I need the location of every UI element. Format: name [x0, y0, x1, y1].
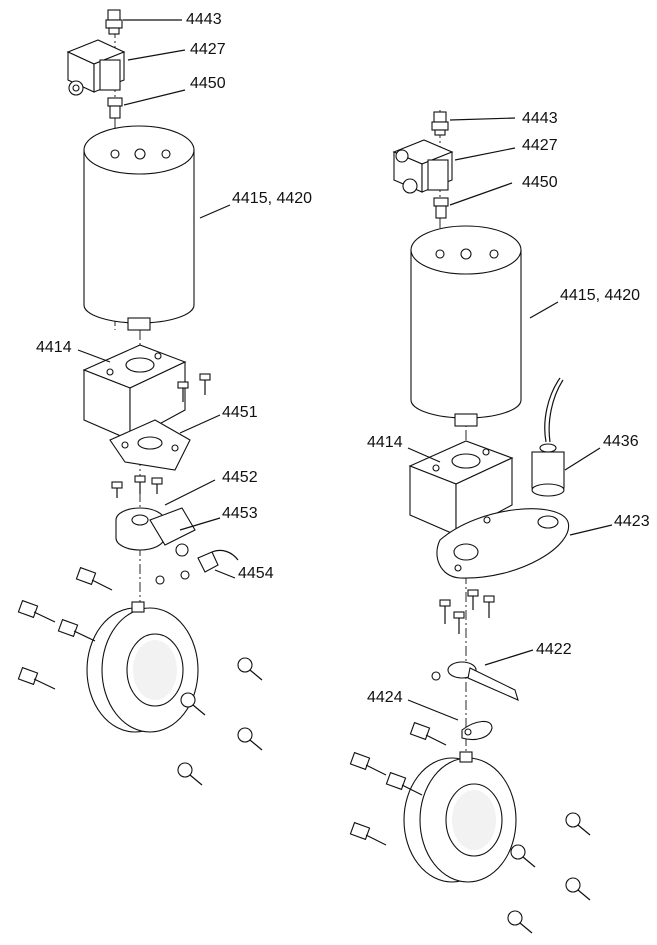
cylinder-4415-4420-left — [83, 125, 195, 331]
label-left-4451: 4451 — [222, 404, 258, 421]
label-left-4452: 4452 — [222, 469, 258, 486]
label-right-4443: 4443 — [522, 110, 558, 127]
cam-4424 — [461, 720, 493, 741]
label-right-4450: 4450 — [522, 174, 558, 191]
fitting-4450-left — [107, 97, 123, 119]
plate-4451 — [109, 419, 191, 471]
bolts-right — [349, 721, 447, 846]
connector-4454 — [155, 549, 239, 585]
nuts-right — [507, 812, 591, 934]
label-right-4423: 4423 — [614, 513, 650, 530]
solenoid-valve-4427-right — [392, 139, 454, 194]
label-left-4450: 4450 — [190, 75, 226, 92]
screws-right — [439, 589, 495, 634]
label-right-4422: 4422 — [536, 641, 572, 658]
bolts-left — [17, 566, 113, 690]
label-left-4453: 4453 — [222, 505, 258, 522]
screws-left-upper — [111, 373, 211, 498]
fitting-4450-right — [433, 197, 449, 219]
label-left-4414: 4414 — [36, 339, 72, 356]
cylinder-4415-4420-right — [410, 225, 522, 427]
fitting-4443-right — [431, 111, 449, 136]
sensor-housing-4453 — [149, 507, 196, 557]
cam-plate-4423 — [436, 508, 570, 579]
label-right-4427: 4427 — [522, 137, 558, 154]
label-left-4427: 4427 — [190, 41, 226, 58]
valve-flange-right — [403, 751, 517, 883]
label-left-4443: 4443 — [186, 11, 222, 28]
fitting-4443-left — [105, 9, 123, 35]
label-left-4415-4420: 4415, 4420 — [232, 190, 312, 207]
label-right-4415-4420: 4415, 4420 — [560, 287, 640, 304]
valve-flange-left — [86, 601, 199, 733]
label-right-4424: 4424 — [367, 689, 403, 706]
proximity-sensor-4436 — [531, 377, 565, 497]
coupling-4452 — [115, 507, 165, 551]
label-left-4454: 4454 — [238, 565, 274, 582]
left-assembly: 4443 4427 4450 4415, 4420 4414 4451 4452… — [17, 9, 312, 786]
right-assembly: 4443 4427 4450 4415, 4420 4414 4436 4423… — [349, 110, 650, 934]
label-right-4436: 4436 — [603, 433, 639, 450]
bracket-4414-left — [82, 344, 187, 441]
lever-4422 — [431, 661, 519, 701]
nuts-left — [177, 657, 263, 786]
solenoid-valve-4427-left — [66, 39, 126, 96]
label-right-4414: 4414 — [367, 434, 403, 451]
